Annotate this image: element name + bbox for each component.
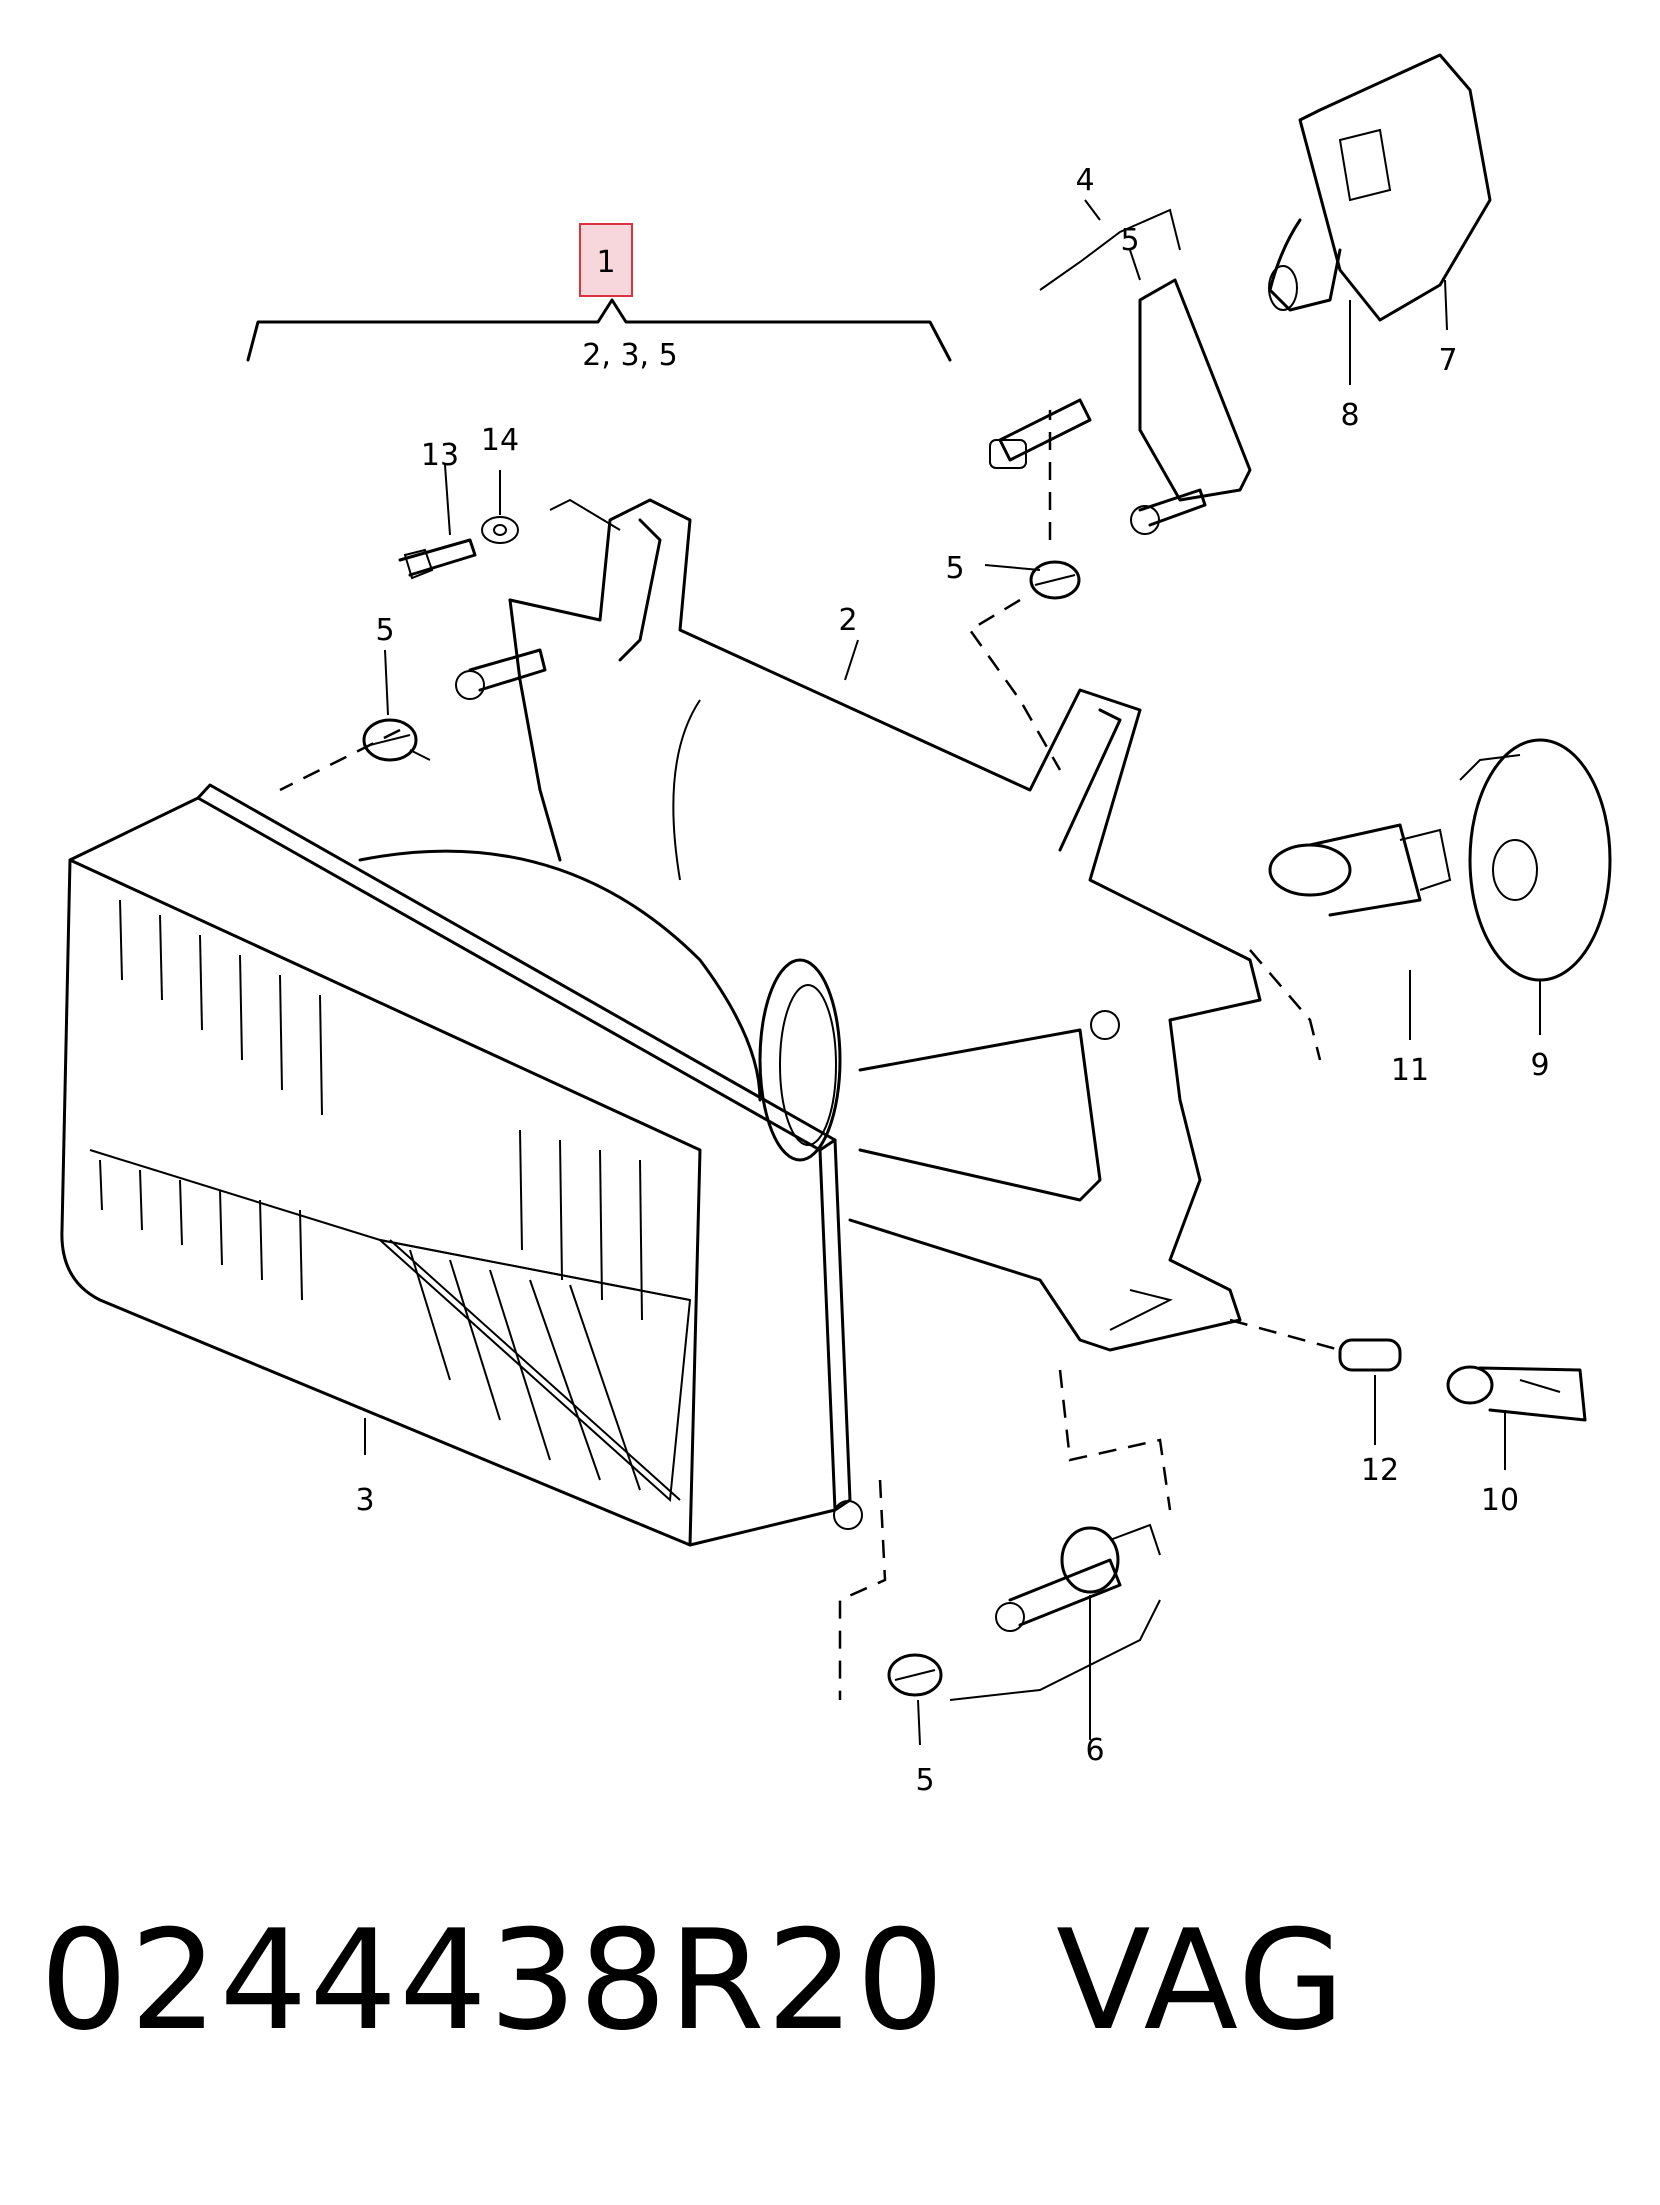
bulb-cover-cap (1459, 738, 1612, 982)
callout-9: 9 (1530, 1048, 1549, 1083)
side-bulb (1338, 1338, 1402, 1372)
assembly-bracket (246, 298, 952, 362)
callout-5-mid: 5 (945, 551, 964, 586)
callout-7: 7 (1438, 343, 1457, 378)
callout-5-top: 5 (1120, 223, 1139, 258)
callout-3: 3 (355, 1483, 374, 1518)
callout-14: 14 (481, 423, 519, 458)
brand-label: VAG (1056, 1900, 1347, 2061)
callout-5-bottom: 5 (915, 1763, 934, 1798)
callout-12: 12 (1361, 1453, 1399, 1488)
clip-left (362, 718, 431, 762)
callout-2: 2 (838, 603, 857, 638)
assembly-lines (279, 208, 1341, 1701)
callout-10: 10 (1481, 1483, 1519, 1518)
highlight-box (579, 223, 633, 297)
callout-leaders (364, 199, 1541, 1746)
adjuster-screw (995, 1523, 1161, 1632)
screw-and-washer (398, 516, 547, 700)
reflector-bowl (358, 849, 842, 1162)
callout-13: 13 (421, 438, 459, 473)
callout-4: 4 (1075, 163, 1094, 198)
adjuster-bracket (989, 278, 1252, 535)
callout-8: 8 (1340, 398, 1359, 433)
clip-bottom (887, 1653, 943, 1697)
side-bulb-holder (1446, 1365, 1587, 1422)
footer: 0244438R20 VAG (40, 1900, 1640, 2061)
callout-6: 6 (1085, 1733, 1104, 1768)
headlight-lens (60, 783, 863, 1547)
mounting-frame (508, 498, 1262, 1352)
part-number: 0244438R20 (40, 1900, 947, 2061)
headlight-bulb (1268, 823, 1452, 917)
callout-1-includes: 2, 3, 5 (582, 338, 677, 373)
callout-11: 11 (1391, 1053, 1429, 1088)
adjuster-motor (1268, 53, 1492, 322)
clip-mid (1029, 560, 1081, 600)
callout-1: 1 (596, 245, 615, 280)
callout-5-left: 5 (375, 613, 394, 648)
